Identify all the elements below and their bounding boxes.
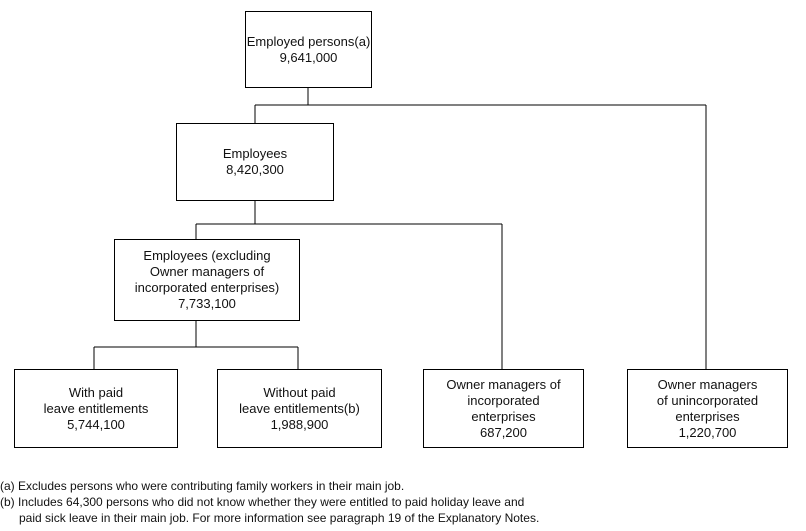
node-label: Owner managers of bbox=[446, 376, 561, 392]
node-label: Without paid bbox=[263, 384, 336, 400]
footnotes: (a) Excludes persons who were contributi… bbox=[0, 478, 806, 526]
node-value: 7,733,100 bbox=[178, 296, 236, 311]
node-employed-persons: Employed persons(a) 9,641,000 bbox=[245, 11, 372, 88]
node-label: Employees bbox=[222, 146, 288, 161]
node-employees: Employees 8,420,300 bbox=[176, 123, 334, 201]
node-employees-excluding-owner-managers: Employees (excluding Owner managers of i… bbox=[114, 239, 300, 321]
node-label: incorporated bbox=[467, 392, 540, 408]
node-label: Employees (excluding bbox=[143, 248, 271, 263]
node-value: 9,641,000 bbox=[279, 49, 338, 65]
node-label: Employed persons(a) bbox=[246, 33, 371, 49]
node-value: 8,420,300 bbox=[226, 162, 284, 177]
node-label: Owner managers of bbox=[149, 264, 265, 279]
node-value: 5,744,100 bbox=[67, 416, 125, 432]
node-label: enterprises bbox=[675, 408, 740, 424]
node-value: 687,200 bbox=[480, 424, 527, 440]
node-label: of unincorporated bbox=[656, 392, 759, 408]
node-label: enterprises bbox=[471, 408, 536, 424]
node-label: leave entitlements bbox=[43, 400, 149, 416]
node-without-paid-leave: Without paid leave entitlements(b) 1,988… bbox=[217, 369, 382, 448]
node-with-paid-leave: With paid leave entitlements 5,744,100 bbox=[14, 369, 178, 448]
node-label: With paid bbox=[68, 384, 124, 400]
node-value: 1,988,900 bbox=[270, 416, 329, 432]
node-owner-managers-unincorporated: Owner managers of unincorporated enterpr… bbox=[627, 369, 788, 448]
footnote-b-continued: paid sick leave in their main job. For m… bbox=[19, 511, 540, 525]
node-label: incorporated enterprises) bbox=[134, 280, 280, 295]
node-label: leave entitlements(b) bbox=[239, 400, 360, 416]
node-label: Owner managers bbox=[657, 376, 758, 392]
node-owner-managers-incorporated: Owner managers of incorporated enterpris… bbox=[423, 369, 584, 448]
node-value: 1,220,700 bbox=[678, 424, 737, 440]
footnote-b: (b) Includes 64,300 persons who did not … bbox=[0, 495, 525, 509]
footnote-a: (a) Excludes persons who were contributi… bbox=[0, 479, 405, 493]
